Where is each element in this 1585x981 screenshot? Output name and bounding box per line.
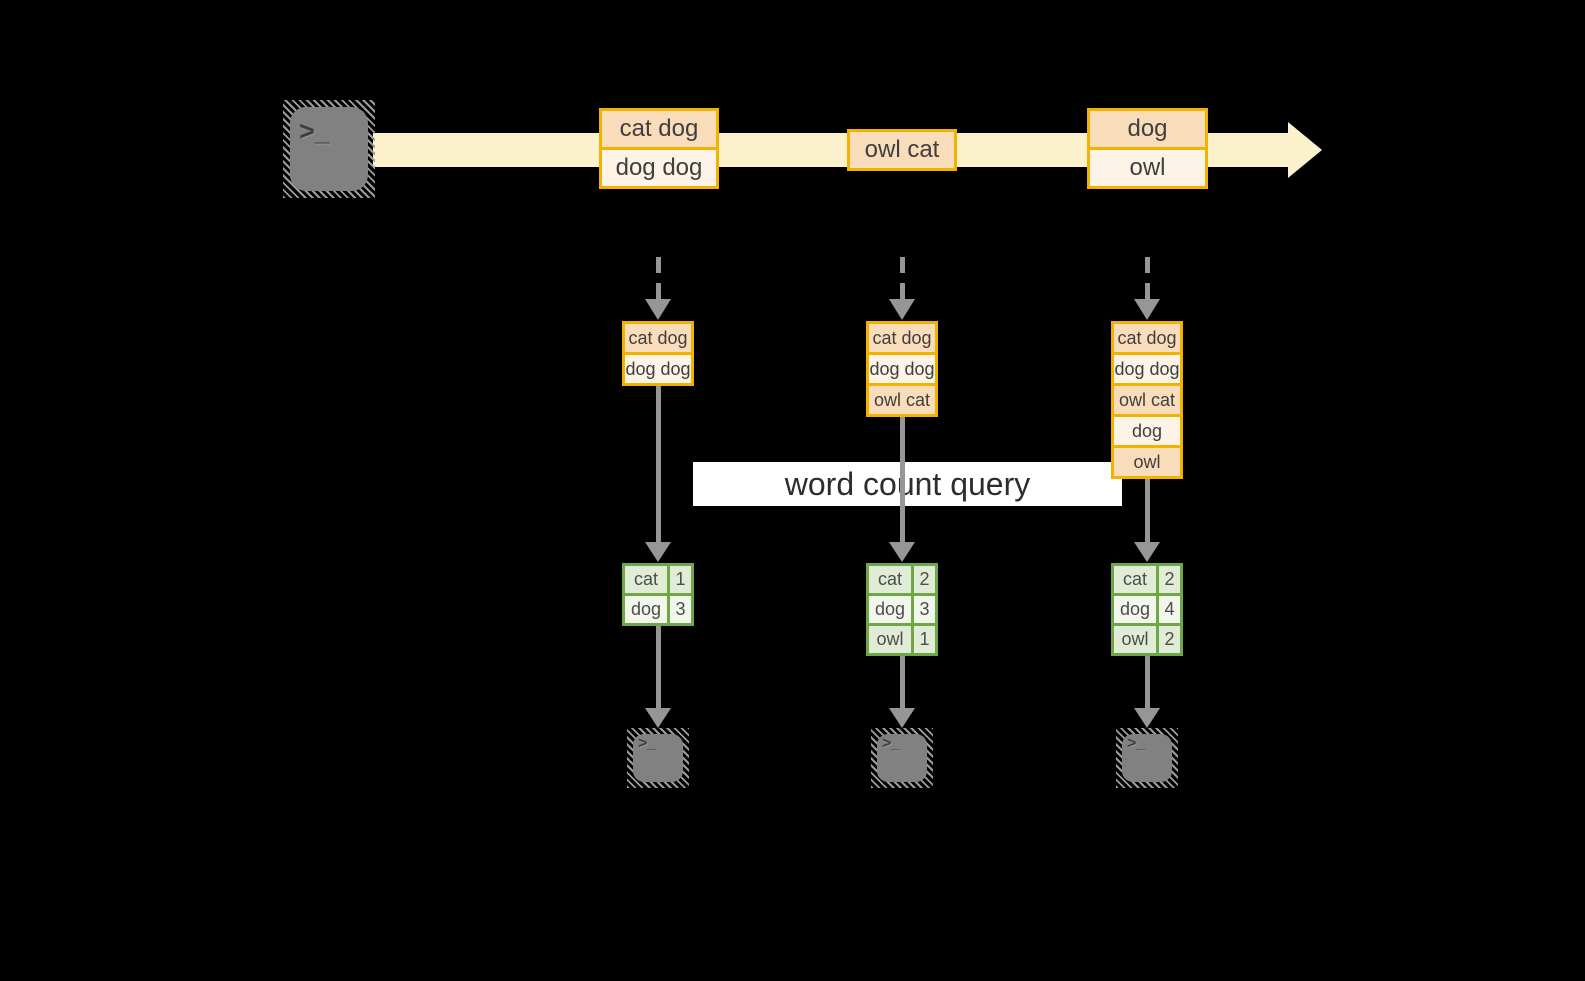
- flow-arrowhead-icon: [1134, 542, 1160, 562]
- window-buffer-stack: cat dog dog dog owl cat dog owl: [1111, 321, 1183, 479]
- stream-event-text: owl cat: [850, 132, 954, 168]
- buffer-row: owl cat: [1114, 386, 1180, 414]
- count-cell: 2: [1159, 566, 1180, 593]
- table-row: owl 2: [1114, 626, 1180, 653]
- flow-arrow-line: [1145, 656, 1150, 708]
- ingest-arrowhead-icon: [645, 299, 671, 320]
- flow-arrowhead-icon: [645, 708, 671, 728]
- table-row: owl 1: [869, 626, 935, 653]
- table-row: dog 3: [625, 596, 691, 623]
- word-count-table: cat 2 dog 3 owl 1: [866, 563, 938, 656]
- buffer-row: cat dog: [625, 324, 691, 352]
- sink-terminal-icon: >_: [871, 728, 933, 788]
- stream-event-box: owl cat: [847, 129, 957, 171]
- flow-arrow-line: [1145, 479, 1150, 542]
- flow-arrow-line: [656, 386, 661, 542]
- terminal-screen: [877, 734, 927, 782]
- stream-event-box: cat dog dog dog: [599, 108, 719, 189]
- source-terminal-icon: >_: [283, 100, 375, 198]
- word-cell: cat: [1114, 566, 1156, 593]
- stream-event-text: owl: [1090, 150, 1205, 186]
- word-cell: dog: [625, 596, 667, 623]
- flow-arrowhead-icon: [889, 708, 915, 728]
- prompt-glyph: >_: [1127, 735, 1146, 752]
- ingest-arrow-dashed: [1145, 257, 1150, 299]
- count-cell: 1: [670, 566, 691, 593]
- word-count-table: cat 2 dog 4 owl 2: [1111, 563, 1183, 656]
- word-cell: dog: [869, 596, 911, 623]
- word-cell: owl: [1114, 626, 1156, 653]
- stream-event-text: dog: [1090, 111, 1205, 147]
- prompt-glyph: >_: [299, 116, 330, 146]
- terminal-screen: [290, 107, 368, 191]
- stream-event-box: dog owl: [1087, 108, 1208, 189]
- ingest-arrowhead-icon: [1134, 299, 1160, 320]
- flow-arrow-line: [900, 417, 905, 542]
- buffer-row: dog dog: [1114, 355, 1180, 383]
- prompt-glyph: >_: [882, 735, 901, 752]
- buffer-row: dog dog: [869, 355, 935, 383]
- table-row: dog 3: [869, 596, 935, 623]
- stream-arrowhead-icon: [1288, 122, 1322, 178]
- word-count-table: cat 1 dog 3: [622, 563, 694, 626]
- query-label: word count query: [784, 465, 1031, 502]
- flow-arrow-line: [656, 626, 661, 708]
- query-label-band: word count query: [693, 462, 1122, 506]
- stream-event-text: dog dog: [602, 150, 716, 186]
- ingest-arrowhead-icon: [889, 299, 915, 320]
- flow-arrowhead-icon: [645, 542, 671, 562]
- table-row: cat 2: [1114, 566, 1180, 593]
- window-buffer-stack: cat dog dog dog: [622, 321, 694, 386]
- word-cell: cat: [869, 566, 911, 593]
- count-cell: 4: [1159, 596, 1180, 623]
- count-cell: 3: [670, 596, 691, 623]
- window-buffer-stack: cat dog dog dog owl cat: [866, 321, 938, 417]
- flow-arrow-line: [900, 656, 905, 708]
- buffer-row: owl: [1114, 448, 1180, 476]
- sink-terminal-icon: >_: [1116, 728, 1178, 788]
- sink-terminal-icon: >_: [627, 728, 689, 788]
- ingest-arrow-dashed: [900, 257, 905, 299]
- table-row: dog 4: [1114, 596, 1180, 623]
- prompt-glyph: >_: [638, 735, 657, 752]
- buffer-row: dog: [1114, 417, 1180, 445]
- flow-arrowhead-icon: [889, 542, 915, 562]
- terminal-screen: [1122, 734, 1172, 782]
- count-cell: 1: [914, 626, 935, 653]
- word-cell: dog: [1114, 596, 1156, 623]
- word-cell: cat: [625, 566, 667, 593]
- flow-arrowhead-icon: [1134, 708, 1160, 728]
- buffer-row: cat dog: [1114, 324, 1180, 352]
- count-cell: 2: [1159, 626, 1180, 653]
- count-cell: 3: [914, 596, 935, 623]
- buffer-row: cat dog: [869, 324, 935, 352]
- table-row: cat 2: [869, 566, 935, 593]
- buffer-row: owl cat: [869, 386, 935, 414]
- table-row: cat 1: [625, 566, 691, 593]
- stream-event-text: cat dog: [602, 111, 716, 147]
- word-cell: owl: [869, 626, 911, 653]
- ingest-arrow-dashed: [656, 257, 661, 299]
- terminal-screen: [633, 734, 683, 782]
- count-cell: 2: [914, 566, 935, 593]
- buffer-row: dog dog: [625, 355, 691, 383]
